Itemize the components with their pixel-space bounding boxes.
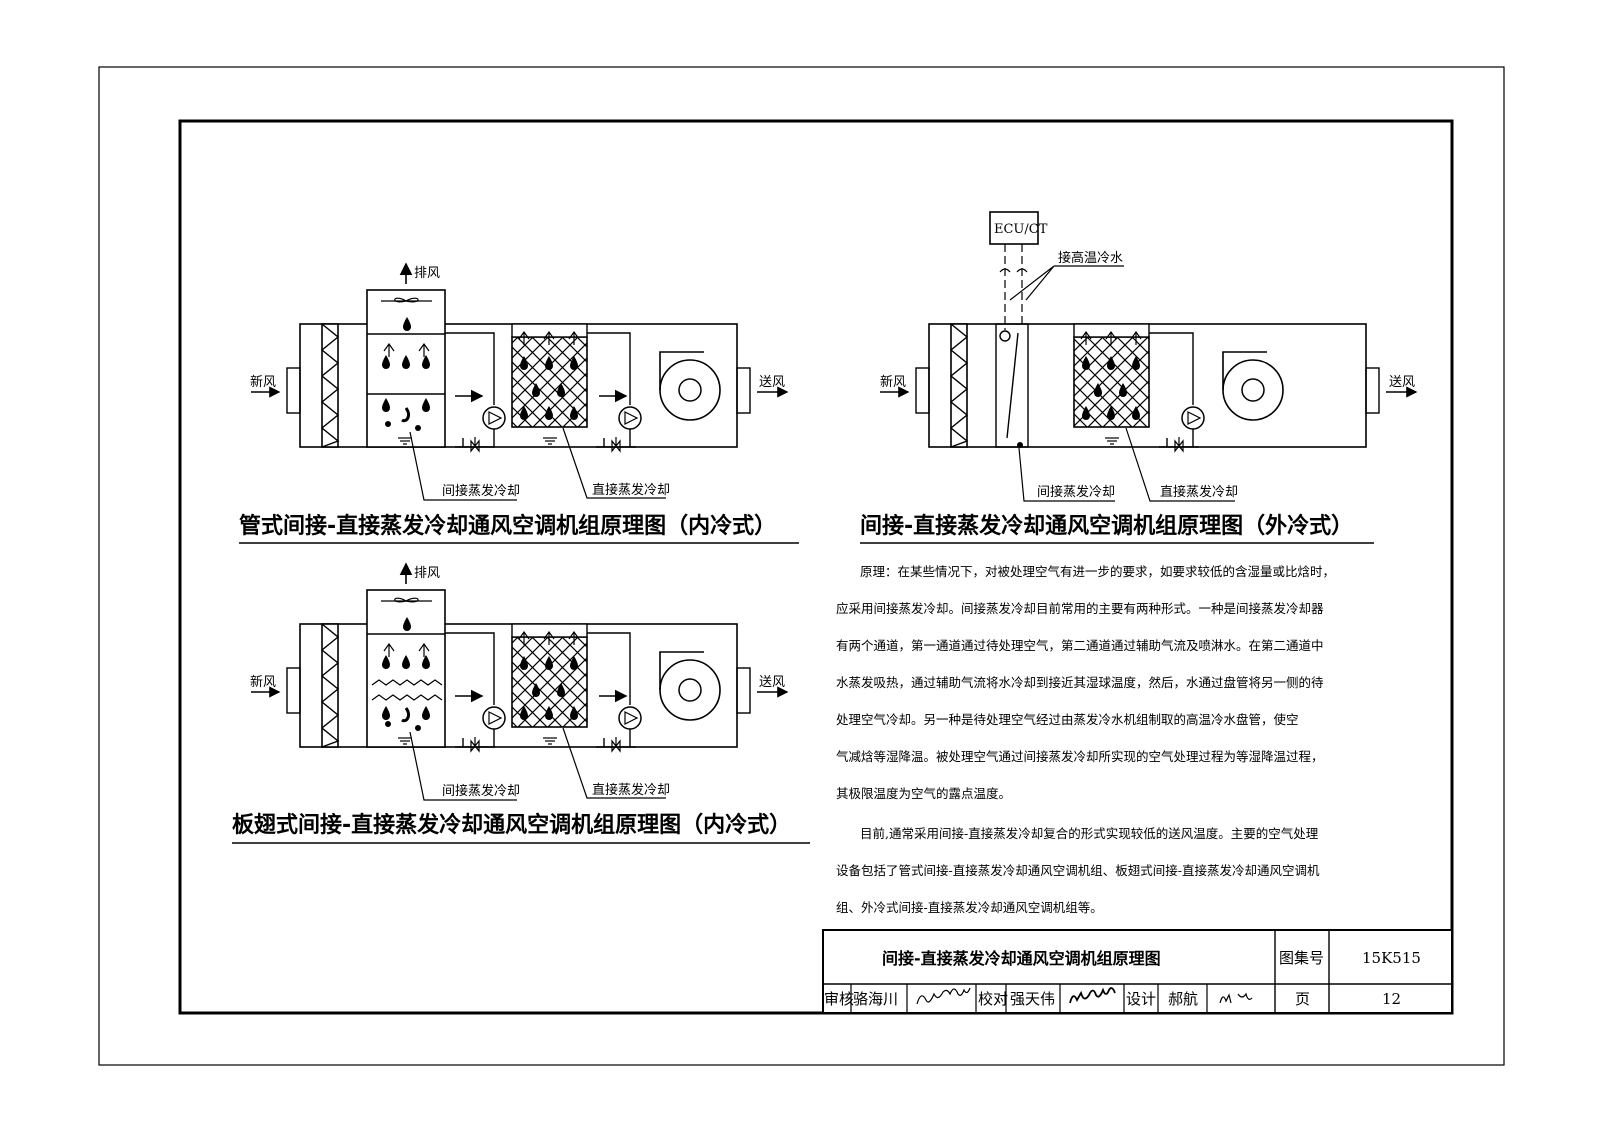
pump-icon [482, 706, 506, 730]
exhaust-label: 排风 [414, 266, 440, 281]
text-line: 处理空气冷却。另一种是待处理空气经过由蒸发冷水机组制取的高温冷水盘管，使空 [836, 712, 1299, 727]
signature-design [1219, 992, 1253, 1004]
diagram-tube-type: 排风 新风 送风 间接蒸发冷却 直接蒸发冷却 管式间接-直接蒸发冷却通风空调机组… [239, 262, 799, 544]
exhaust-fan-icon [394, 597, 419, 603]
supply-fan-icon [1222, 351, 1284, 421]
current-paragraph: 目前,通常采用间接-直接蒸发冷却复合的形式实现较低的送风温度。主要的空气处理 设… [836, 815, 1356, 926]
text-line: 组、外冷式间接-直接蒸发冷却通风空调机组等。 [836, 900, 1103, 915]
atlas-label: 图集号 [1279, 949, 1324, 967]
text-line: 气减焓等湿降温。被处理空气通过间接蒸发冷却所实现的空气处理过程为等湿降温过程， [836, 749, 1324, 764]
exhaust-label: 排风 [414, 566, 440, 581]
chw-label: 接高温冷水 [1058, 250, 1123, 266]
supply-fan-icon [659, 351, 721, 421]
direct-label: 直接蒸发冷却 [1160, 484, 1238, 500]
inner-border [178, 119, 1454, 1015]
review-name: 骆海川 [853, 990, 898, 1008]
check-label: 校对 [978, 990, 1008, 1008]
page-label: 页 [1295, 990, 1310, 1008]
check-name: 强天伟 [1010, 990, 1055, 1008]
design-label: 设计 [1126, 990, 1156, 1008]
text-line: 有两个通道，第一通道通过待处理空气，第二通道通过辅助气流及喷淋水。在第二通道中 [836, 638, 1324, 653]
fresh-air-label: 新风 [250, 374, 276, 390]
chilled-water-coil [995, 323, 1029, 448]
valve-icon [454, 736, 496, 752]
ecu-ct-box [989, 211, 1039, 245]
text-line: 原理：在某些情况下，对被处理空气有进一步的要求，如要求较低的含湿量或比焓时， [860, 564, 1336, 579]
supply-air-label: 送风 [1389, 375, 1415, 390]
pump-icon [618, 406, 642, 430]
supply-air-label: 送风 [759, 375, 785, 390]
signature-check [1069, 987, 1116, 1004]
outer-border [98, 66, 1505, 1066]
title-block: 间接-直接蒸发冷却通风空调机组原理图 图集号 15K515 审核 骆海川 校对 … [822, 929, 1453, 1014]
text-line: 应采用间接蒸发冷却。间接蒸发冷却目前常用的主要有两种形式。一种是间接蒸发冷却器 [836, 601, 1324, 616]
direct-label: 直接蒸发冷却 [592, 482, 670, 498]
pump-icon [618, 706, 642, 730]
principle-paragraph: 原理：在某些情况下，对被处理空气有进一步的要求，如要求较低的含湿量或比焓时， 应… [836, 553, 1356, 812]
pump-icon [482, 406, 506, 430]
indirect-label: 间接蒸发冷却 [442, 483, 520, 499]
supply-fan-icon [659, 651, 721, 721]
indirect-label: 间接蒸发冷却 [442, 783, 520, 799]
review-label: 审核 [824, 990, 854, 1008]
text-line: 水蒸发吸热，通过辅助气流将水冷却到接近其湿球温度，然后，水通过盘管将另一侧的待 [836, 675, 1324, 690]
fresh-air-label: 新风 [250, 674, 276, 690]
text-line: 设备包括了管式间接-直接蒸发冷却通风空调机组、板翅式间接-直接蒸发冷却通风空调机 [836, 863, 1320, 878]
valve-icon [454, 436, 496, 452]
filter-icon [321, 323, 339, 448]
filter-icon [321, 623, 339, 748]
diagram-external-cooling: ECU/CT 接高温冷水 新风 送风 间接蒸发冷却 直接蒸发冷却 间接-直接蒸发… [860, 211, 1418, 544]
design-name: 郝航 [1168, 990, 1198, 1008]
diagram-title: 间接-直接蒸发冷却通风空调机组原理图（外冷式） [860, 513, 1353, 539]
signature-review [916, 987, 971, 1005]
direct-label: 直接蒸发冷却 [592, 782, 670, 798]
diagram-plate-fin-type: 排风 新风 送风 间接蒸发冷却 直接蒸发冷却 板翅式间接-直接蒸发冷却通风空调机… [232, 562, 810, 844]
page-number: 12 [1382, 990, 1401, 1008]
ecu-label: ECU/CT [994, 222, 1048, 237]
text-line: 目前,通常采用间接-直接蒸发冷却复合的形式实现较低的送风温度。主要的空气处理 [860, 826, 1319, 841]
text-line: 其极限温度为空气的露点温度。 [836, 786, 1012, 801]
sheet-title: 间接-直接蒸发冷却通风空调机组原理图 [882, 949, 1161, 968]
atlas-number: 15K515 [1362, 949, 1421, 967]
fresh-air-label: 新风 [880, 374, 906, 390]
filter-icon [950, 323, 968, 448]
diagram-title: 管式间接-直接蒸发冷却通风空调机组原理图（内冷式） [239, 513, 776, 539]
diagram-title: 板翅式间接-直接蒸发冷却通风空调机组原理图（内冷式） [232, 812, 791, 838]
indirect-label: 间接蒸发冷却 [1037, 484, 1115, 500]
supply-air-label: 送风 [759, 675, 785, 690]
pump-icon [1181, 406, 1205, 430]
exhaust-fan-icon [394, 297, 419, 303]
